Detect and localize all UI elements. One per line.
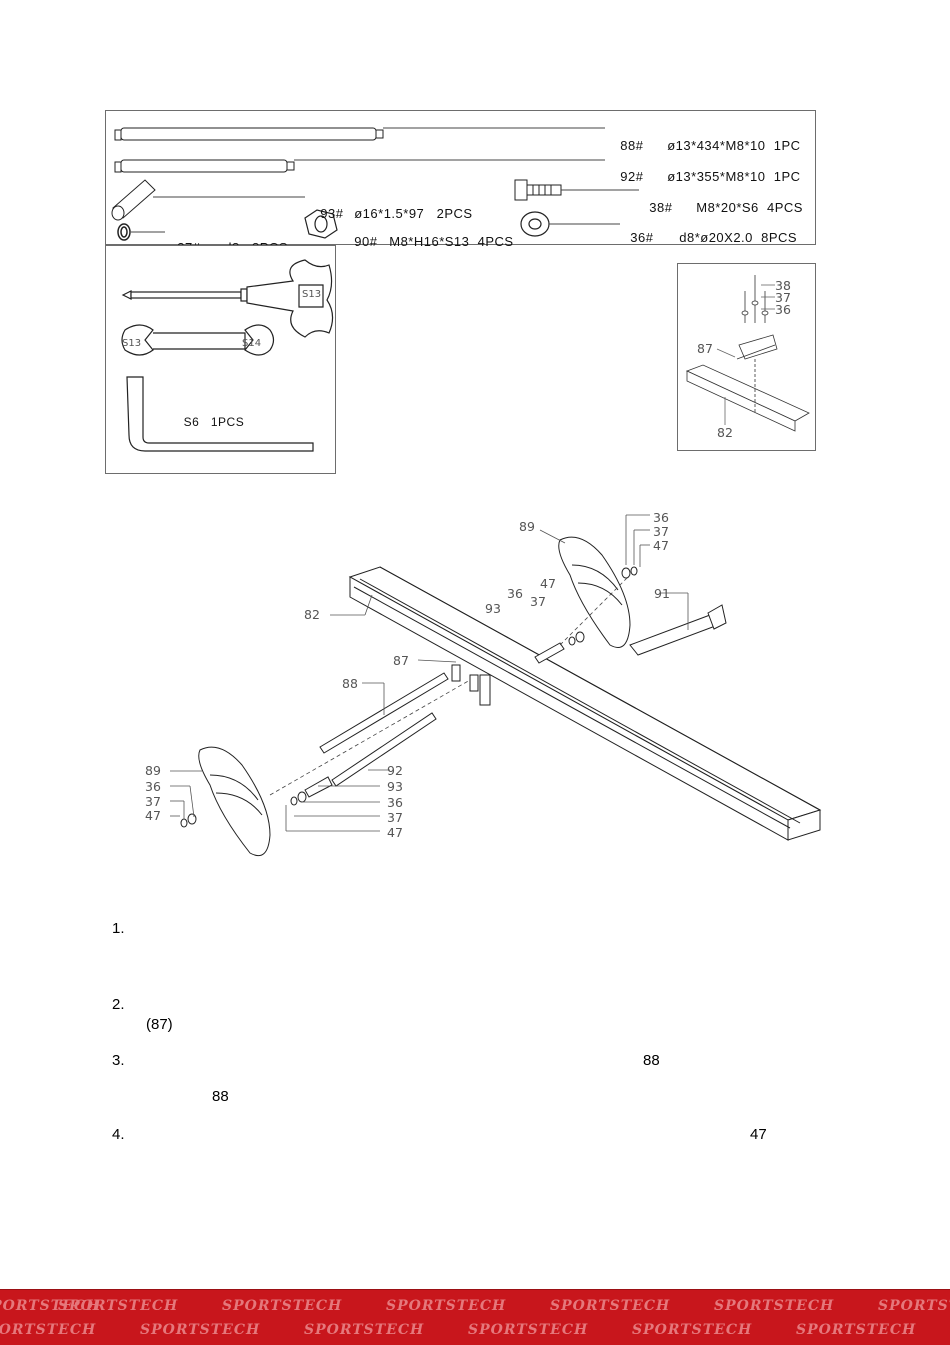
- footer-brand-logo: SPORTSTECH: [796, 1322, 917, 1338]
- label-37-left: 37: [145, 794, 161, 809]
- part-90-number: 90#: [354, 234, 378, 249]
- step-3-number: 3.: [112, 1052, 125, 1069]
- step-3-ref-88b: 88: [212, 1088, 229, 1105]
- footer-brand-logo: SPORTSTECH: [878, 1298, 950, 1314]
- label-91: 91: [654, 586, 670, 601]
- detail-illustration: [685, 275, 810, 432]
- label-36-mid: 36: [507, 586, 523, 601]
- footer-brand-logo: SPORTSTECH: [140, 1322, 261, 1338]
- label-36-left: 36: [145, 779, 161, 794]
- label-47-low: 47: [387, 825, 403, 840]
- rod-88-drawing: [114, 127, 605, 141]
- step-4-ref-47: 47: [750, 1126, 767, 1143]
- parts-illustrations: [111, 127, 639, 241]
- footer-brand-logo: SPORTSTECH: [304, 1322, 425, 1338]
- footer-brand-logo: SPORTSTECH: [386, 1298, 507, 1314]
- label-36-low: 36: [387, 795, 403, 810]
- pedal-89-left: [198, 746, 271, 857]
- label-87: 87: [393, 653, 409, 668]
- footer-brand-logo: SPORTSTECH: [468, 1322, 589, 1338]
- screwdriver-socket-wrench-icon: [121, 259, 334, 338]
- part-88-number: 88#: [620, 138, 644, 153]
- wrench-s13-label: S13: [122, 338, 142, 349]
- footer-brand-logo: SPORTSTECH: [550, 1298, 671, 1314]
- washer-37-drawing: [117, 223, 165, 241]
- detail-label-38: 38: [775, 278, 791, 293]
- allen-key-label: S6 1PCS: [183, 415, 245, 429]
- part-93-spec: ø16*1.5*97 2PCS: [354, 206, 473, 221]
- label-37-low: 37: [387, 810, 403, 825]
- bolt-38-drawing: [514, 179, 639, 201]
- footer-brand-logo: SPORTSTECH: [222, 1298, 343, 1314]
- footer-brand-logo: SPORTSTECH: [58, 1298, 179, 1314]
- part-38-number: 38#: [649, 200, 673, 215]
- label-47-mid: 47: [540, 576, 556, 591]
- label-82: 82: [304, 607, 320, 622]
- footer-brand-logo: SPORTSTECH: [0, 1322, 97, 1338]
- brand-footer-band: SPORTSTECH SPORTSTECH SPORTSTECH SPORTST…: [0, 1289, 950, 1345]
- part-92-number: 92#: [620, 169, 644, 184]
- allen-key-icon: [126, 376, 314, 452]
- open-end-wrench-icon: [121, 324, 275, 356]
- footer-brand-logo: SPORTSTECH: [714, 1298, 835, 1314]
- nut-90-drawing: [304, 209, 338, 239]
- tools-illustrations: [121, 259, 334, 452]
- pedal-89-top: [558, 536, 631, 648]
- part-90-spec: M8*H16*S13 4PCS: [389, 234, 514, 249]
- footer-brand-logo: SPORTSTECH: [632, 1322, 753, 1338]
- label-47-top: 47: [653, 538, 669, 553]
- part-88-spec: ø13*434*M8*10 1PC: [667, 138, 801, 153]
- socket-s13-label: S13: [302, 289, 322, 300]
- label-89-left: 89: [145, 763, 161, 778]
- rod-92-drawing: [114, 159, 605, 173]
- step-2-ref-87: (87): [146, 1016, 173, 1033]
- detail-label-36: 36: [775, 302, 791, 317]
- detail-label-82: 82: [717, 425, 733, 440]
- part-36-spec: d8*ø20X2.0 8PCS: [679, 230, 798, 245]
- label-89-top: 89: [519, 519, 535, 534]
- part-93-number: 93#: [320, 206, 344, 221]
- label-93-mid: 93: [485, 601, 501, 616]
- label-88: 88: [342, 676, 358, 691]
- label-37-top: 37: [653, 524, 669, 539]
- label-93-low: 93: [387, 779, 403, 794]
- step-1-number: 1.: [112, 920, 125, 937]
- part-92-spec: ø13*355*M8*10 1PC: [667, 169, 801, 184]
- tube-93-drawing: [111, 179, 305, 221]
- wrench-s14-label: S14: [242, 338, 262, 349]
- detail-label-87: 87: [697, 341, 713, 356]
- washer-36-drawing: [520, 211, 620, 237]
- exploded-assembly-diagram: [170, 514, 822, 857]
- footer-brand-logo: SPORTSTECH: [0, 1298, 101, 1314]
- step-2-number: 2.: [112, 996, 125, 1013]
- label-92: 92: [387, 763, 403, 778]
- part-36-number: 36#: [630, 230, 654, 245]
- label-37-mid: 37: [530, 594, 546, 609]
- part-38-spec: M8*20*S6 4PCS: [696, 200, 803, 215]
- label-47-left: 47: [145, 808, 161, 823]
- step-4-number: 4.: [112, 1126, 125, 1143]
- step-3-ref-88a: 88: [643, 1052, 660, 1069]
- main-frame-82: [348, 566, 822, 841]
- label-36-top: 36: [653, 510, 669, 525]
- detail-label-37: 37: [775, 290, 791, 305]
